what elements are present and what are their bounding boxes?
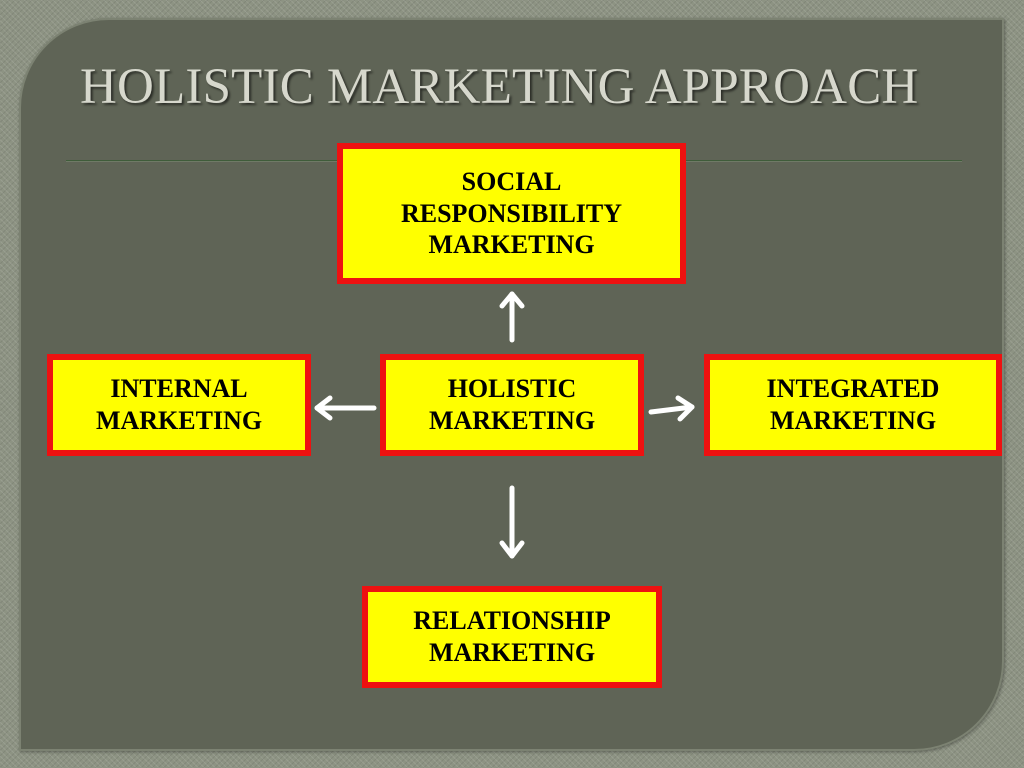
relationship-marketing-box: RELATIONSHIP MARKETING [362,586,662,688]
holistic-marketing-box: HOLISTIC MARKETING [380,354,644,456]
box-label-line: RESPONSIBILITY [400,198,623,228]
box-label-line: MARKETING [95,406,263,435]
box-label-line: MARKETING [428,638,596,667]
box-label-line: HOLISTIC [447,374,577,404]
box-label-line: MARKETING [428,230,595,260]
integrated-marketing-box: INTEGRATED MARKETING [704,354,1002,456]
slide-title: HOLISTIC MARKETING APPROACH [80,59,919,115]
social-responsibility-marketing-box: SOCIAL RESPONSIBILITY MARKETING [337,143,686,284]
box-label-line: SOCIAL [461,166,562,196]
box-label-line: RELATIONSHIP [413,606,611,636]
box-label-line: INTERNAL [110,374,248,404]
box-label-line: MARKETING [428,406,596,435]
internal-marketing-box: INTERNAL MARKETING [47,354,311,456]
box-label-line: MARKETING [769,406,937,435]
box-label-line: INTEGRATED [766,374,940,404]
